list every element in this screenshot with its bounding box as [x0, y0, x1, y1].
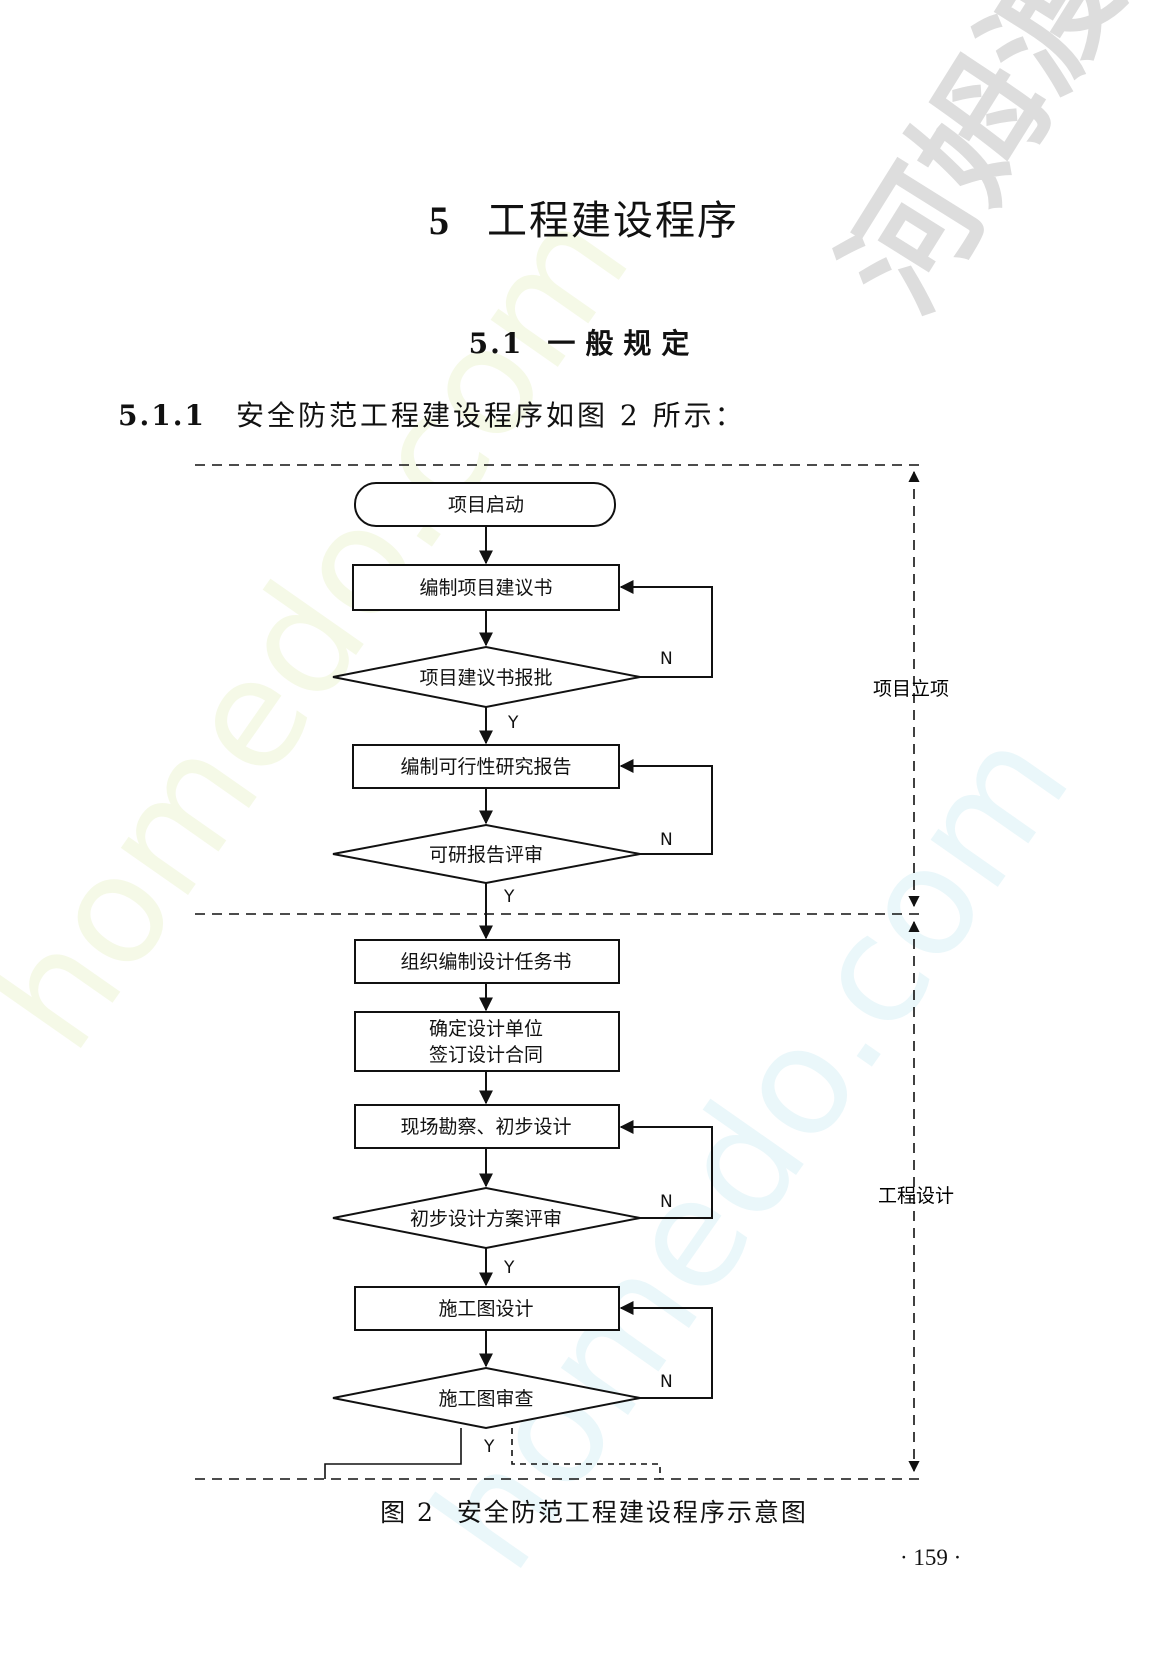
- phase-label-engineering-design: 工程设计: [878, 1185, 954, 1207]
- node-construction-drawing-shape: [354, 1286, 620, 1331]
- loop-feasibility-no: [619, 759, 713, 855]
- node-feasibility: 编制可行性研究报告: [400, 756, 571, 778]
- loop-approval-no: [619, 580, 713, 678]
- label-yes-prelim: Y: [503, 1258, 515, 1278]
- node-start: 项目启动: [448, 494, 524, 516]
- loop-drawing-review-no: [619, 1301, 713, 1399]
- clause: 5.1.1 安全防范工程建设程序如图 2 所示：: [118, 394, 746, 434]
- node-design-unit-shape: [354, 1011, 620, 1072]
- node-design-unit-line1: 确定设计单位: [429, 1018, 543, 1040]
- section-title: 5.1 一般规定: [0, 322, 1168, 362]
- label-yes-approval: Y: [507, 713, 519, 733]
- section-number: 5.1: [468, 327, 524, 360]
- chapter-title-text: 工程建设程序: [487, 198, 739, 244]
- continuation-left: [324, 1428, 462, 1479]
- section-title-text: 一般规定: [547, 327, 700, 360]
- node-prelim-review: 初步设计方案评审: [410, 1208, 562, 1230]
- continuation-right: [511, 1428, 661, 1479]
- node-design-task-shape: [354, 939, 620, 984]
- clause-text: 安全防范工程建设程序如图 2 所示：: [235, 399, 746, 432]
- chapter-title: 5 工程建设程序: [0, 188, 1168, 246]
- node-drawing-review: 施工图审查: [438, 1388, 533, 1410]
- node-design-task: 组织编制设计任务书: [400, 951, 571, 973]
- node-survey: 现场勘察、初步设计: [400, 1116, 571, 1138]
- node-survey-shape: [354, 1104, 620, 1149]
- node-proposal-shape: [352, 564, 620, 611]
- page-number: · 159 ·: [900, 1545, 962, 1570]
- phase-label-project-setup: 项目立项: [873, 678, 949, 700]
- clause-number: 5.1.1: [118, 399, 206, 432]
- node-construction-drawing: 施工图设计: [438, 1298, 533, 1320]
- chapter-number: 5: [429, 198, 451, 243]
- node-proposal-approval: 项目建议书报批: [419, 667, 552, 689]
- node-feasibility-review: 可研报告评审: [429, 844, 543, 866]
- label-no-approval: N: [660, 649, 673, 669]
- figure-caption: 图 2 安全防范工程建设程序示意图: [0, 1493, 1168, 1529]
- label-no-feasibility: N: [660, 830, 673, 850]
- node-design-unit-line2: 签订设计合同: [429, 1044, 543, 1066]
- label-yes-drawing-review: Y: [483, 1437, 495, 1457]
- node-proposal: 编制项目建议书: [419, 577, 552, 599]
- label-yes-feasibility: Y: [503, 887, 515, 907]
- loop-prelim-no: [619, 1120, 713, 1219]
- figure-number: 图 2: [380, 1498, 435, 1527]
- label-no-prelim: N: [660, 1192, 673, 1212]
- figure-caption-text: 安全防范工程建设程序示意图: [456, 1498, 808, 1527]
- label-no-drawing-review: N: [660, 1372, 673, 1392]
